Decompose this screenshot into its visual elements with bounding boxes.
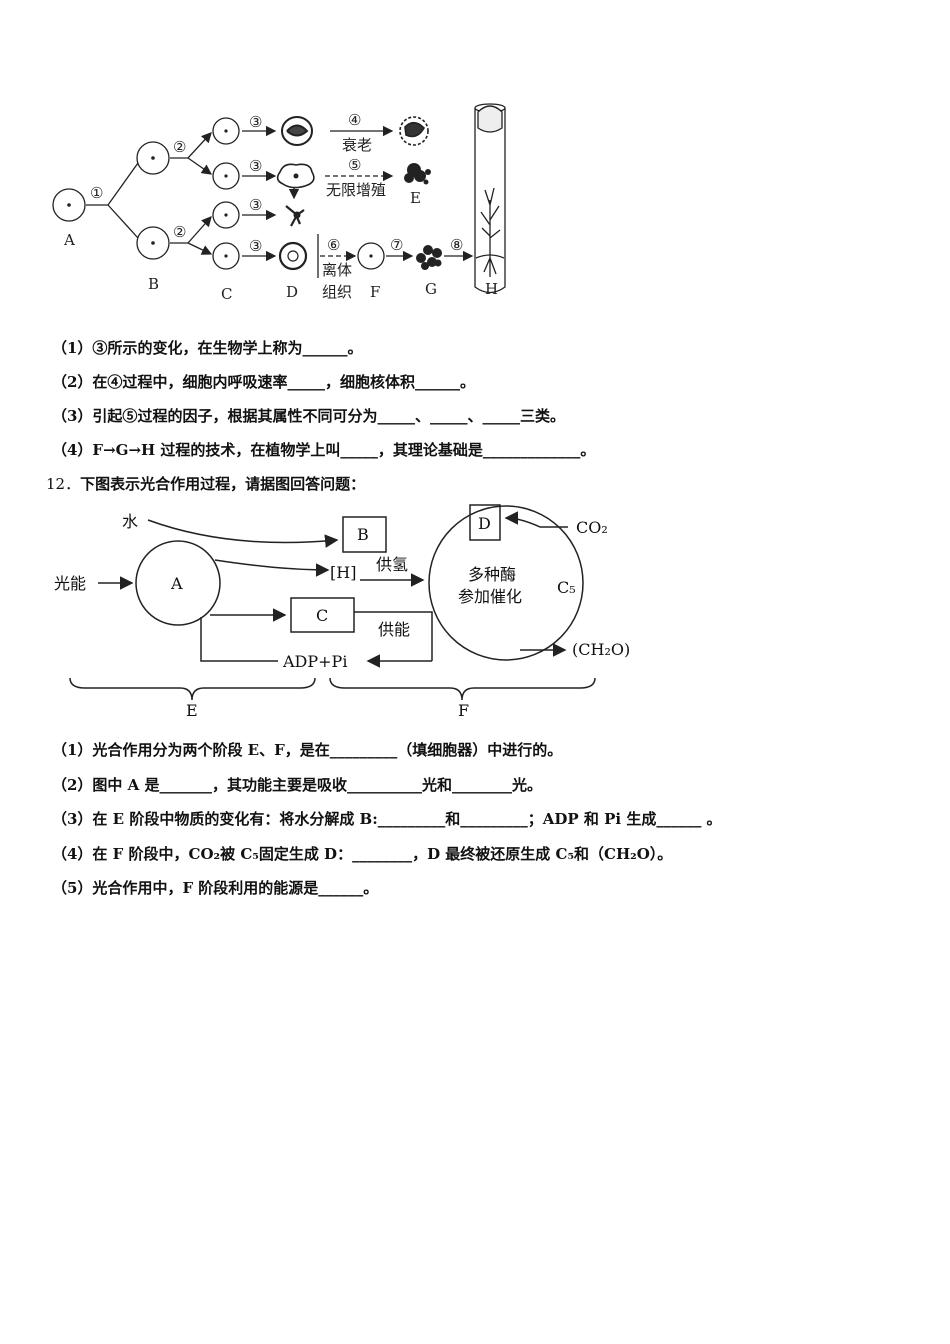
co2-label: CO₂	[576, 518, 608, 537]
callus-g	[416, 245, 442, 270]
step-3-label-2: ③	[249, 157, 262, 175]
step-5-label: ⑤	[348, 156, 361, 174]
step-3-label-3: ③	[249, 196, 262, 214]
q12-header: 12．下图表示光合作用过程，请据图回答问题：	[46, 473, 365, 494]
node-h-label: H	[485, 280, 498, 298]
box-c	[290, 597, 355, 633]
node-g-label: G	[425, 280, 437, 298]
q11-line-3: （3）引起⑤过程的因子，根据其属性不同可分为_____、_____、_____三…	[52, 407, 565, 425]
q12-line-3: （3）在 E 阶段中物质的变化有：将水分解成 B:_________和_____…	[52, 810, 722, 828]
q11-line-4: （4）F→G→H 过程的技术，在植物学上叫_____，其理论基础是_______…	[52, 441, 596, 459]
node-d-label: D	[286, 283, 298, 301]
cancer-cell-e	[404, 163, 431, 185]
node-f-label: F	[370, 283, 380, 301]
node-a-label: A	[63, 231, 75, 249]
q12-number: 12．	[46, 475, 81, 493]
step-2-label-top: ②	[173, 138, 186, 156]
photosynthesis-diagram: 水 光能 A B C D [H] 供氢 供能 CO₂ C₅ 多种酶 参加催化 A…	[54, 504, 630, 720]
nadph-label: [H]	[330, 563, 356, 582]
supply-hydrogen-label: 供氢	[376, 555, 408, 574]
pigment-a-label: A	[170, 574, 183, 593]
q11-line-2: （2）在④过程中，细胞内呼吸速率_____，细胞核体积______。	[52, 373, 475, 391]
node-b-label: B	[148, 275, 159, 293]
step-2-label-bottom: ②	[173, 223, 186, 241]
unlimited-growth-label: 无限增殖	[326, 181, 386, 199]
step-7-label: ⑦	[390, 236, 403, 254]
cell-b-top	[136, 141, 170, 175]
adp-pi-label: ADP+Pi	[282, 652, 347, 671]
q12-line-4: （4）在 F 阶段中，CO₂被 C₅固定生成 D：________，D 最终被还…	[52, 845, 673, 863]
cell-f	[357, 242, 385, 270]
step-3-label-4: ③	[249, 237, 262, 255]
box-c-label: C	[316, 606, 328, 625]
irregular-cell	[276, 163, 315, 189]
cell-d	[278, 241, 308, 271]
light-energy-label: 光能	[54, 574, 86, 593]
c5-label: C₅	[557, 578, 576, 597]
enzyme-cycle-circle	[428, 505, 584, 661]
oval-cell	[281, 116, 313, 146]
cell-b-bottom	[136, 226, 170, 260]
water-label: 水	[122, 512, 138, 531]
step-4-label: ④	[348, 111, 361, 129]
box-d	[469, 504, 501, 541]
supply-energy-label: 供能	[378, 620, 410, 639]
isolated-label: 离体	[322, 261, 352, 279]
pigment-a-circle	[135, 540, 221, 626]
q11-line-1: （1）③所示的变化，在生物学上称为______。	[52, 339, 363, 357]
box-d-label: D	[478, 514, 491, 533]
box-b	[342, 516, 387, 553]
q12-line-1: （1）光合作用分为两个阶段 E、F，是在_________（填细胞器）中进行的。	[52, 741, 563, 759]
cell-a	[52, 188, 86, 222]
stage-e-label: E	[186, 701, 198, 720]
q12-title: 下图表示光合作用过程，请据图回答问题：	[80, 475, 366, 493]
stage-f-label: F	[458, 701, 469, 720]
enzyme-label-line-2: 参加催化	[458, 587, 522, 606]
test-tube-plant-h	[474, 103, 506, 294]
cell-c2	[212, 162, 240, 190]
step-3-label-1: ③	[249, 113, 262, 131]
enzyme-label-line-1: 多种酶	[468, 565, 516, 584]
cell-c1	[212, 117, 240, 145]
step-1-label: ①	[90, 184, 103, 202]
step-8-label: ⑧	[450, 236, 463, 254]
q12-line-5: （5）光合作用中，F 阶段利用的能源是______。	[52, 879, 379, 897]
step-6-label: ⑥	[327, 236, 340, 254]
node-e-label: E	[410, 189, 421, 207]
ch2o-label: (CH₂O)	[572, 640, 630, 659]
cell-c3	[212, 201, 240, 229]
tissue-label: 组织	[322, 283, 352, 301]
cell-c4	[212, 242, 240, 270]
cell-development-diagram: ① ② ② ③ ③ ③ ③ ④ 衰老 ⑤ 无限增殖 ⑥ 离体 组织 ⑦ ⑧ A …	[52, 103, 506, 303]
aging-label: 衰老	[342, 136, 372, 154]
q12-line-2: （2）图中 A 是_______，其功能主要是吸收__________光和___…	[52, 776, 543, 794]
node-c-label: C	[221, 285, 232, 303]
aging-cell	[399, 116, 429, 146]
box-b-label: B	[357, 525, 369, 544]
